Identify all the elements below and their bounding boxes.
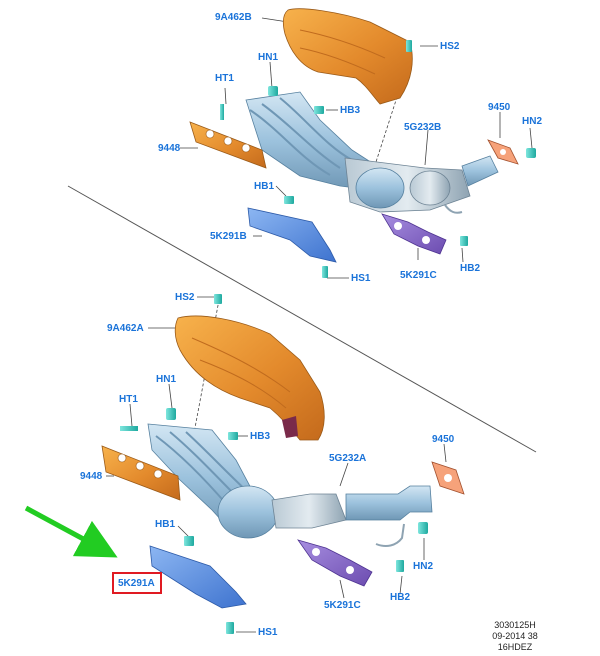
reference-line-3: 16HDEZ <box>497 642 533 652</box>
highlight-box <box>112 572 162 594</box>
label-flange-gasket-lower: 5K291C <box>324 600 361 611</box>
separator-line <box>67 185 537 453</box>
label-stud-manifold-lower: HT1 <box>119 394 138 405</box>
lower-assembly <box>101 294 465 634</box>
flange-gasket-5k291c-upper <box>381 213 447 255</box>
label-bolt-flange-upper: HB2 <box>460 263 481 274</box>
heat-shield-lower <box>174 315 325 441</box>
reference-line-2: 09-2014 38 <box>492 631 538 641</box>
label-stud-lower-upper: HS1 <box>351 273 371 284</box>
reference-line-1: 3030125H <box>494 620 536 630</box>
label-stud-manifold-upper: HT1 <box>215 73 234 84</box>
label-manifold-gasket-lower: 9448 <box>80 471 103 482</box>
label-nut-shield-upper: HN1 <box>258 52 279 63</box>
heat-shield-upper <box>282 8 413 105</box>
label-manifold-cat-lower: 5G232A <box>329 453 367 464</box>
label-stud-upper-lower: HS2 <box>175 292 195 303</box>
label-nut-shield-lower: HN1 <box>156 374 177 385</box>
flange-gasket-5k291c-lower <box>297 539 373 587</box>
label-manifold-gasket-upper: 9448 <box>158 143 181 154</box>
label-heat-shield-upper: 9A462B <box>215 12 252 23</box>
label-stud-upper-top: HS2 <box>440 41 460 52</box>
reference-code: 3030125H 09-2014 38 16HDEZ <box>480 620 550 653</box>
label-gasket-9450-upper: 9450 <box>488 102 511 113</box>
label-manifold-cat-upper: 5G232B <box>404 122 442 133</box>
label-bolt-bracket-upper: HB1 <box>254 181 275 192</box>
label-nut-flange-upper: HN2 <box>522 116 543 127</box>
bracket-upper <box>247 207 337 263</box>
label-bolt-manifold-upper: HB3 <box>340 105 361 116</box>
upper-assembly <box>180 8 536 279</box>
label-bolt-flange-lower: HB2 <box>390 592 411 603</box>
label-nut-flange-lower: HN2 <box>413 561 434 572</box>
label-gasket-9450-lower: 9450 <box>432 434 455 445</box>
label-heat-shield-lower: 9A462A <box>107 323 144 334</box>
label-bracket-lower: 5K291A <box>118 578 155 589</box>
label-bracket-upper: 5K291B <box>210 231 247 242</box>
bracket-lower <box>149 545 247 609</box>
label-bolt-manifold-lower: HB3 <box>250 431 271 442</box>
label-flange-gasket-upper: 5K291C <box>400 270 437 281</box>
label-stud-lower-lower: HS1 <box>258 627 278 638</box>
catalyst-lower <box>217 485 279 539</box>
label-bolt-bracket-lower: HB1 <box>155 519 176 530</box>
indicator-arrow <box>24 505 118 558</box>
